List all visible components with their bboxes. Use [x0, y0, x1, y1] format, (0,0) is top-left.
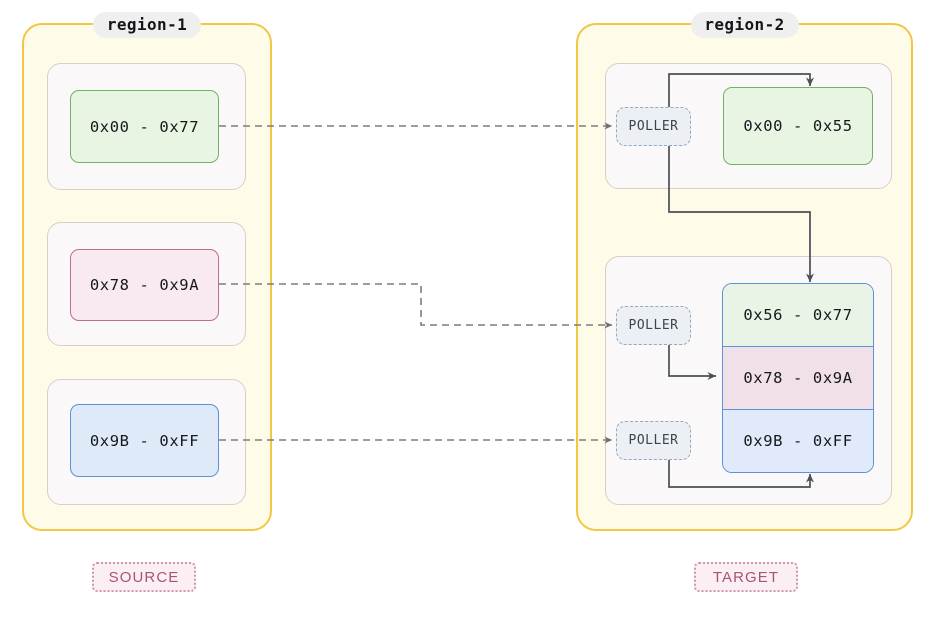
stack-row-0x78-0x9A-label: 0x78 - 0x9A — [743, 369, 853, 387]
source-block-0x9B-0xFF-label: 0x9B - 0xFF — [89, 431, 200, 450]
stack-row-0x9B-0xFF[interactable]: 0x9B - 0xFF — [723, 410, 873, 472]
target-stacked-block[interactable]: 0x56 - 0x77 0x78 - 0x9A 0x9B - 0xFF — [722, 283, 874, 473]
source-block-0x00-0x77[interactable]: 0x00 - 0x77 — [70, 90, 219, 163]
source-block-0x78-0x9A[interactable]: 0x78 - 0x9A — [70, 249, 219, 321]
stack-row-0x78-0x9A[interactable]: 0x78 - 0x9A — [723, 347, 873, 410]
connector-src-pink-to-poller-2 — [219, 283, 613, 329]
source-tag[interactable]: SOURCE — [92, 562, 196, 592]
stack-row-0x56-0x77[interactable]: 0x56 - 0x77 — [723, 284, 873, 347]
source-block-0x78-0x9A-label: 0x78 - 0x9A — [89, 276, 200, 294]
region-1-label: region-1 — [92, 12, 202, 38]
poller-2-label: POLLER — [628, 318, 679, 333]
poller-1[interactable]: POLLER — [616, 107, 691, 146]
poller-2[interactable]: POLLER — [616, 306, 691, 345]
target-tag-label: TARGET — [712, 568, 780, 586]
source-block-0x00-0x77-label: 0x00 - 0x77 — [89, 117, 200, 136]
target-block-0x00-0x55-label: 0x00 - 0x55 — [743, 117, 853, 135]
source-block-0x9B-0xFF[interactable]: 0x9B - 0xFF — [70, 404, 219, 477]
stack-row-0x56-0x77-label: 0x56 - 0x77 — [743, 306, 853, 324]
target-block-0x00-0x55[interactable]: 0x00 - 0x55 — [723, 87, 873, 165]
poller-1-label: POLLER — [628, 119, 679, 134]
stack-row-0x9B-0xFF-label: 0x9B - 0xFF — [743, 432, 853, 450]
poller-3[interactable]: POLLER — [616, 421, 691, 460]
target-tag[interactable]: TARGET — [694, 562, 798, 592]
region-2-label: region-2 — [690, 12, 799, 38]
source-tag-label: SOURCE — [108, 568, 180, 586]
poller-3-label: POLLER — [628, 433, 679, 448]
